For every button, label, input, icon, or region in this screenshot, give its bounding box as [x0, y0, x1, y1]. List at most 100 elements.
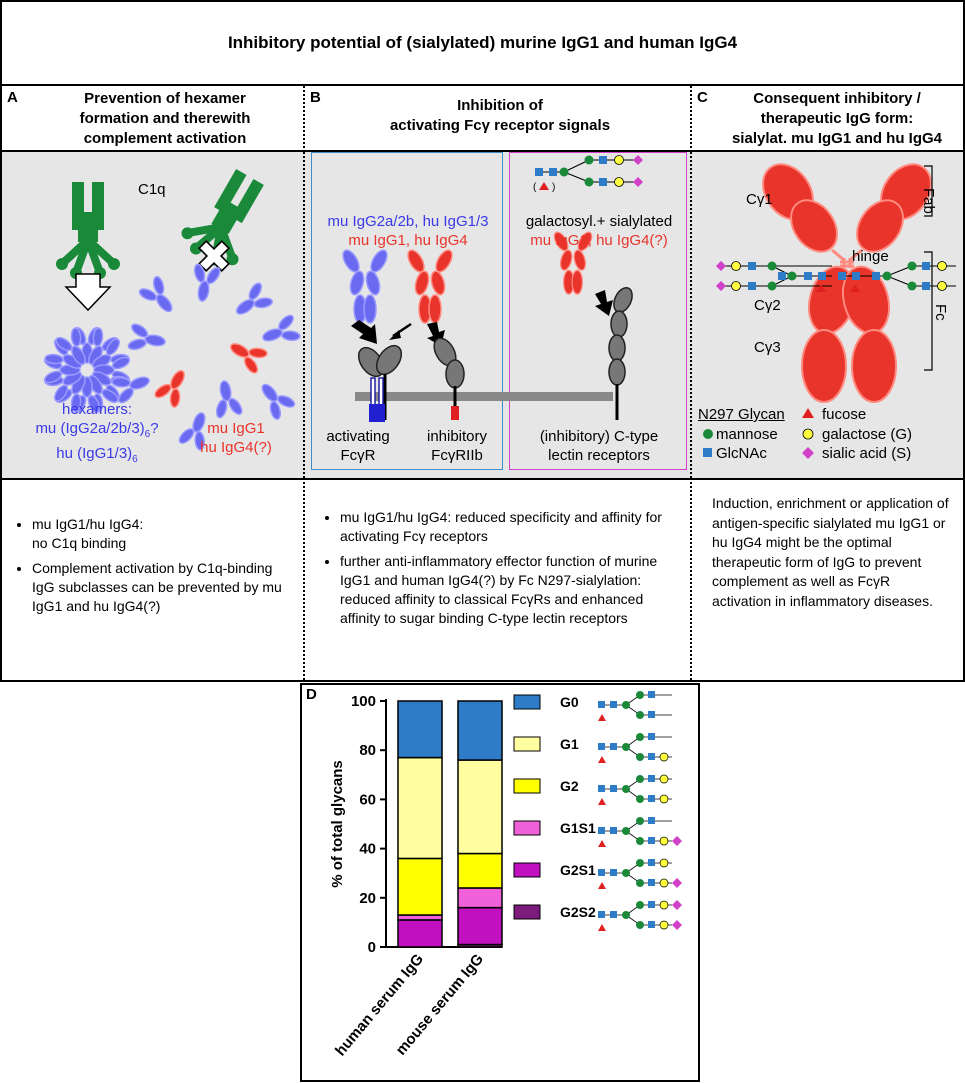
legend-label-g2s2: G2S2	[560, 904, 596, 920]
panels-abc-frame	[0, 84, 965, 682]
bar-segment-g2s1	[397, 919, 443, 948]
legend-swatch-g0	[513, 694, 541, 710]
mannose-icon	[636, 795, 644, 803]
glcnac-icon	[648, 817, 655, 824]
cg3-label: Cγ3	[754, 339, 781, 356]
panel-a-header-line: complement activation	[83, 130, 247, 147]
glcnac-icon	[648, 879, 655, 886]
fucose-icon	[598, 756, 606, 763]
bar-segment-g2	[457, 852, 503, 889]
panel-b-header-line: Inhibition of	[457, 97, 543, 114]
fucose-icon	[802, 408, 814, 418]
inhibitory-fcgr-label: inhibitory FcγRIIb	[412, 427, 502, 465]
glcnac-icon	[598, 911, 605, 918]
y-tick-label: 60	[359, 791, 376, 808]
panel-c-header-line: therapeutic IgG form:	[760, 110, 914, 127]
mannose-icon	[622, 869, 630, 877]
panel-d-frame	[300, 683, 700, 1082]
hinge-region	[831, 248, 863, 268]
bar-segment-g0	[397, 700, 443, 759]
bar-segment-g2s1	[457, 906, 503, 946]
panel-c-letter: C	[697, 89, 708, 106]
mannose-icon	[636, 711, 644, 719]
y-tick-label: 40	[359, 841, 376, 858]
fucose-icon	[598, 714, 606, 721]
glcnac-icon	[648, 775, 655, 782]
cg1-label: Cγ1	[746, 191, 773, 208]
galactose-icon	[659, 878, 669, 888]
panel-a-letter: A	[7, 89, 18, 106]
mannose-icon	[622, 785, 630, 793]
panel-a-header-line: Prevention of hexamer	[84, 90, 246, 107]
galactose-icon	[659, 920, 669, 930]
galactose-icon	[802, 428, 814, 440]
panel-c-header-line: Consequent inhibitory /	[753, 90, 921, 107]
mu-igg1-label-line: hu IgG4(?)	[200, 439, 272, 456]
sialylated-label-line: mu IgG1, hu IgG4(?)	[530, 232, 668, 249]
glycan-left-icon	[716, 261, 832, 292]
mannose-icon	[622, 743, 630, 751]
sialic-acid-icon	[672, 836, 682, 846]
glycan-right-icon	[838, 261, 956, 292]
antibody-blue	[339, 246, 391, 324]
fc-bracket	[924, 251, 933, 371]
legend-label-g2: G2	[560, 778, 579, 794]
glcnac-icon	[598, 827, 605, 834]
galactose-icon	[659, 774, 669, 784]
bar-segment-g1	[397, 756, 443, 860]
galactose-icon	[659, 858, 669, 868]
panel-b-letter: B	[310, 89, 321, 106]
glcnac-icon	[598, 869, 605, 876]
y-tick-label: 80	[359, 742, 376, 759]
glcnac-icon	[610, 785, 617, 792]
blue-antibody-label: mu IgG2a/2b, hu IgG1/3	[327, 213, 489, 230]
activating-label-line: FcγR	[340, 447, 376, 464]
figure-title: Inhibitory potential of (sialylated) mur…	[0, 0, 965, 86]
legend-fucose: fucose	[822, 406, 867, 423]
panel-b-bullet: mu IgG1/hu IgG4: reduced specificity and…	[340, 508, 684, 546]
fab-bracket	[924, 165, 933, 217]
glycan-legend	[703, 408, 814, 459]
inhibitory-label-line: FcγRIIb	[431, 447, 483, 464]
mannose-icon	[622, 701, 630, 709]
legend-glcnac: GlcNAc	[716, 445, 767, 462]
hexamer-hu-text: hu (IgG1/3)	[56, 445, 133, 462]
cell-membrane	[355, 392, 613, 401]
legend-swatch-g1	[513, 736, 541, 752]
legend-swatch-g1s1	[513, 820, 541, 836]
separator-ab-band	[303, 152, 305, 478]
mannose-icon	[636, 775, 644, 783]
panel-a-bullets: mu IgG1/hu IgG4: no C1q binding Compleme…	[10, 515, 290, 622]
hinge-label: hinge	[852, 248, 889, 265]
mannose-icon	[636, 879, 644, 887]
mannose-icon	[636, 921, 644, 929]
glcnac-icon	[648, 859, 655, 866]
mannose-icon	[636, 901, 644, 909]
glcnac-icon	[610, 827, 617, 834]
hexamer-label: hexamers: mu (IgG2a/2b/3)6? hu (IgG1/3)6	[22, 400, 172, 469]
fab-label: Fab	[920, 188, 937, 214]
y-tick-label: 20	[359, 890, 376, 907]
legend-label-g1s1: G1S1	[560, 820, 596, 836]
c1q-label: C1q	[138, 181, 166, 198]
glcnac-icon	[648, 921, 655, 928]
y-tick-label: 0	[368, 939, 376, 956]
hexamer-mu-end: ?	[150, 420, 159, 437]
mannose-icon	[622, 911, 630, 919]
galactose-icon	[659, 752, 669, 762]
activating-fcgr	[357, 344, 403, 422]
sialic-acid-icon	[672, 920, 682, 930]
glcnac-icon	[648, 837, 655, 844]
cross-icon	[198, 240, 230, 272]
glcnac-icon	[648, 711, 655, 718]
bar-segment-g1s1	[457, 887, 503, 909]
activating-label-line: activating	[326, 428, 390, 445]
glcnac-icon	[598, 701, 605, 708]
glcnac-icon	[610, 701, 617, 708]
legend-label-g1: G1	[560, 736, 579, 752]
glcnac-icon	[703, 448, 712, 457]
galactose-icon	[659, 836, 669, 846]
inhibitory-fcgr	[433, 337, 465, 420]
panel-a-header: Prevention of hexamer formation and ther…	[30, 89, 300, 149]
panel-b-bullets: mu IgG1/hu IgG4: reduced specificity and…	[318, 508, 684, 634]
